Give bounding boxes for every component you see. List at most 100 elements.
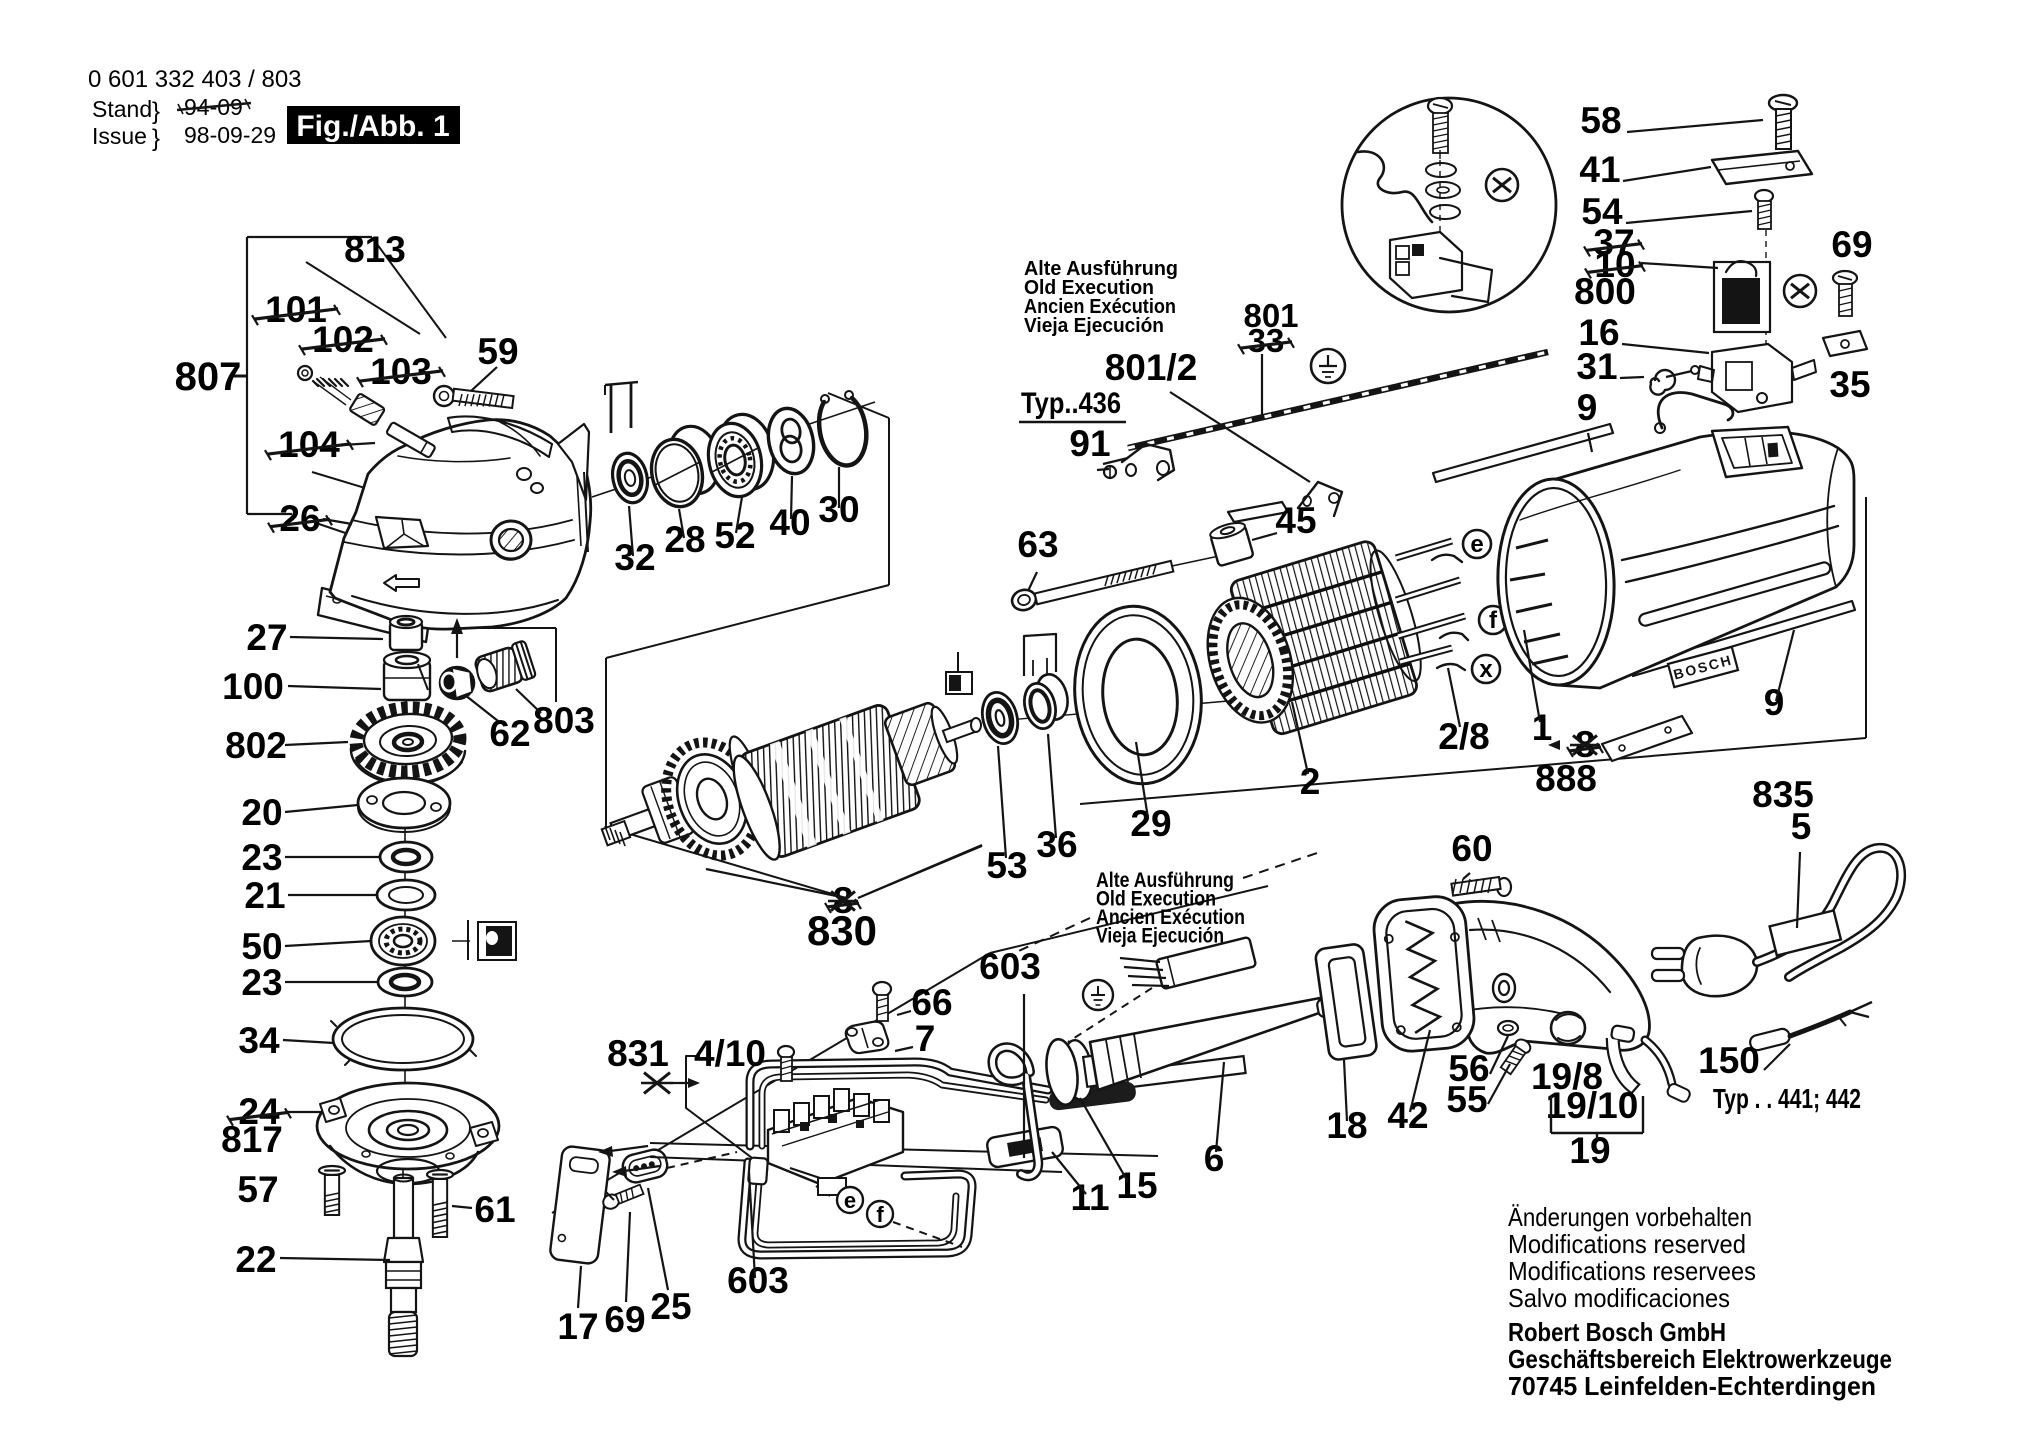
svg-text:Änderungen vorbehalten: Änderungen vorbehalten xyxy=(1508,1202,1752,1232)
svg-text:801: 801 xyxy=(1243,297,1298,334)
svg-text:60: 60 xyxy=(1451,828,1492,869)
svg-text:69: 69 xyxy=(1831,224,1872,265)
svg-text:59: 59 xyxy=(477,331,518,372)
svg-text:29: 29 xyxy=(1130,803,1171,844)
svg-text:100: 100 xyxy=(222,666,284,707)
svg-text:16: 16 xyxy=(1578,312,1619,353)
svg-text:41: 41 xyxy=(1579,149,1620,190)
svg-text:603: 603 xyxy=(979,946,1041,987)
svg-text:25: 25 xyxy=(650,1286,691,1327)
svg-text:9: 9 xyxy=(1577,387,1598,428)
svg-text:5: 5 xyxy=(1791,806,1812,847)
svg-text:23: 23 xyxy=(241,837,282,878)
svg-text:1: 1 xyxy=(1532,707,1553,748)
svg-text:888: 888 xyxy=(1535,758,1597,799)
svg-text:7: 7 xyxy=(915,1018,936,1059)
svg-text:Ancien Exécution: Ancien Exécution xyxy=(1024,296,1176,318)
svg-text:91: 91 xyxy=(1069,423,1110,464)
svg-text:20: 20 xyxy=(241,792,282,833)
svg-text:56: 56 xyxy=(1448,1048,1489,1089)
svg-text:33: 33 xyxy=(1248,322,1285,359)
svg-text:Geschäftsbereich Elektrowerkze: Geschäftsbereich Elektrowerkzeuge xyxy=(1508,1344,1892,1374)
svg-text:Alte Ausführung: Alte Ausführung xyxy=(1024,258,1178,280)
svg-text:32: 32 xyxy=(614,537,655,578)
svg-text:Old Execution: Old Execution xyxy=(1096,888,1216,911)
svg-text:6: 6 xyxy=(1204,1138,1225,1179)
svg-text:26: 26 xyxy=(279,498,320,539)
svg-text:27: 27 xyxy=(246,617,287,658)
svg-text:34: 34 xyxy=(238,1020,280,1061)
svg-text:817: 817 xyxy=(221,1119,283,1160)
svg-text:Vieja Ejecución: Vieja Ejecución xyxy=(1024,315,1164,337)
svg-text:54: 54 xyxy=(1581,191,1623,232)
svg-text:69: 69 xyxy=(604,1299,645,1340)
svg-text:e: e xyxy=(844,1188,856,1213)
svg-text:17: 17 xyxy=(557,1306,598,1347)
svg-text:24: 24 xyxy=(238,1091,280,1132)
svg-text:31: 31 xyxy=(1576,346,1617,387)
svg-text:35: 35 xyxy=(1829,364,1870,405)
svg-text:57: 57 xyxy=(237,1169,278,1210)
svg-text:103: 103 xyxy=(370,351,432,392)
svg-text:Modifications reserved: Modifications reserved xyxy=(1508,1229,1746,1259)
svg-text:98-09-29: 98-09-29 xyxy=(184,122,276,148)
svg-text:802: 802 xyxy=(225,725,287,766)
svg-text:Issue: Issue xyxy=(92,123,147,149)
svg-text:66: 66 xyxy=(911,982,952,1023)
svg-text:28: 28 xyxy=(664,519,705,560)
svg-text:Fig./Abb. 1: Fig./Abb. 1 xyxy=(296,110,449,143)
svg-text:55: 55 xyxy=(1446,1079,1487,1120)
svg-text:52: 52 xyxy=(714,515,755,556)
svg-text:63: 63 xyxy=(1017,524,1058,565)
svg-text:Typ..436: Typ..436 xyxy=(1021,387,1121,420)
svg-text:19: 19 xyxy=(1569,1130,1610,1171)
svg-text:21: 21 xyxy=(244,875,285,916)
svg-text:831: 831 xyxy=(607,1033,669,1074)
svg-text:102: 102 xyxy=(312,319,374,360)
svg-text:f: f xyxy=(1489,607,1498,634)
svg-text:801/2: 801/2 xyxy=(1105,347,1198,388)
svg-text:40: 40 xyxy=(769,502,810,543)
svg-text:101: 101 xyxy=(265,289,327,330)
svg-text:36: 36 xyxy=(1036,824,1077,865)
svg-text:Vieja Ejecución: Vieja Ejecución xyxy=(1096,925,1224,948)
svg-text:800: 800 xyxy=(1574,271,1636,312)
svg-text:Modifications reservees: Modifications reservees xyxy=(1508,1256,1756,1286)
svg-text:803: 803 xyxy=(533,700,595,741)
svg-text:2/8: 2/8 xyxy=(1438,716,1489,757)
svg-text:Robert Bosch GmbH: Robert Bosch GmbH xyxy=(1508,1317,1726,1347)
svg-text:104: 104 xyxy=(278,424,340,465)
svg-text:19/8: 19/8 xyxy=(1531,1056,1603,1097)
svg-text:Alte Ausführung: Alte Ausführung xyxy=(1096,869,1234,892)
svg-text:61: 61 xyxy=(474,1189,515,1230)
svg-text:2: 2 xyxy=(1300,761,1321,802)
svg-text:4/10: 4/10 xyxy=(694,1033,766,1074)
svg-text:}: } xyxy=(152,98,160,125)
svg-text:19/10: 19/10 xyxy=(1546,1085,1639,1126)
svg-text:Typ . . 441; 442: Typ . . 441; 442 xyxy=(1713,1083,1861,1114)
svg-text:Salvo modificaciones: Salvo modificaciones xyxy=(1508,1283,1730,1313)
svg-text:53: 53 xyxy=(986,845,1027,886)
svg-text:45: 45 xyxy=(1275,500,1316,541)
svg-text:807: 807 xyxy=(175,355,242,399)
svg-text:}: } xyxy=(152,125,160,152)
svg-text:10: 10 xyxy=(1594,244,1635,285)
svg-text:Stand: Stand xyxy=(92,96,152,122)
svg-text:Ancien Exécution: Ancien Exécution xyxy=(1096,906,1245,929)
svg-text:23: 23 xyxy=(241,962,282,1003)
svg-text:37: 37 xyxy=(1593,222,1634,263)
svg-text:9: 9 xyxy=(1764,682,1785,723)
svg-text:x: x xyxy=(1479,656,1493,683)
svg-text:e: e xyxy=(1470,531,1483,558)
svg-text:835: 835 xyxy=(1752,774,1814,815)
svg-text:f: f xyxy=(876,1202,884,1227)
svg-text:42: 42 xyxy=(1387,1095,1428,1136)
svg-text:0 601 332 403 / 803: 0 601 332 403 / 803 xyxy=(88,66,302,93)
svg-text:830: 830 xyxy=(807,907,877,954)
svg-text:Old Execution: Old Execution xyxy=(1024,277,1154,299)
svg-text:603: 603 xyxy=(727,1260,789,1301)
svg-text:150: 150 xyxy=(1698,1040,1760,1081)
svg-text:22: 22 xyxy=(235,1239,276,1280)
svg-text:70745 Leinfelden-Echterdingen: 70745 Leinfelden-Echterdingen xyxy=(1508,1371,1876,1401)
svg-text:58: 58 xyxy=(1580,100,1621,141)
